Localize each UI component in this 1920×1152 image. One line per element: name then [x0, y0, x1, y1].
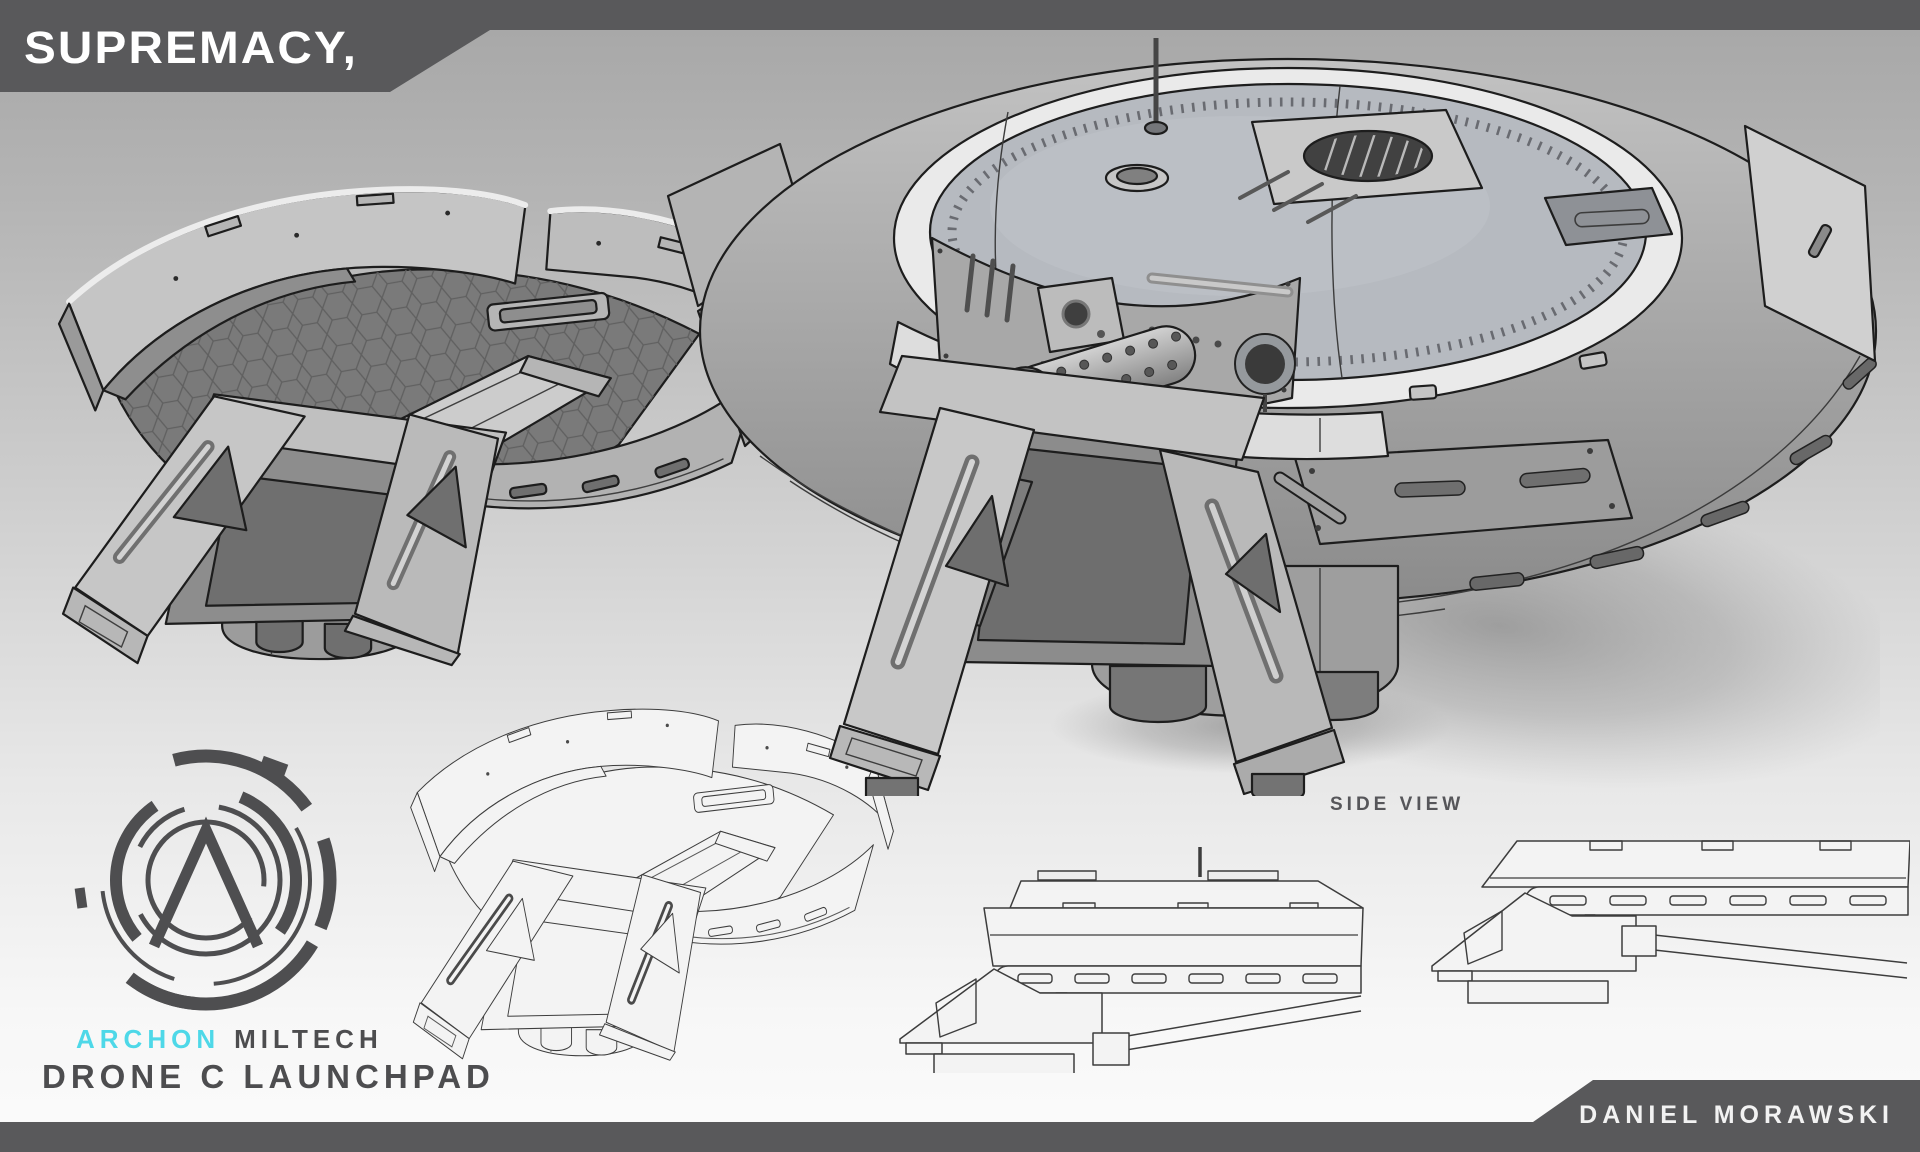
- brand-secondary: MILTECH: [234, 1024, 383, 1054]
- supremacy-logo: SUPREMACY,: [24, 22, 358, 73]
- bottom-banner: [0, 1080, 1920, 1152]
- brand-line: ARCHON MILTECH: [76, 1024, 383, 1055]
- brand-primary: ARCHON: [76, 1024, 221, 1054]
- top-banner: [0, 0, 1920, 92]
- side-view-flat: [1431, 840, 1910, 1004]
- product-title: DRONE C LAUNCHPAD: [42, 1058, 495, 1095]
- artist-name: DANIEL MORAWSKI: [1579, 1101, 1894, 1129]
- side-view-label: SIDE VIEW: [1330, 794, 1465, 815]
- side-view-extended: [899, 847, 1364, 1073]
- main-shaded-view: [666, 38, 1880, 796]
- archon-emblem-icon: [74, 749, 337, 1011]
